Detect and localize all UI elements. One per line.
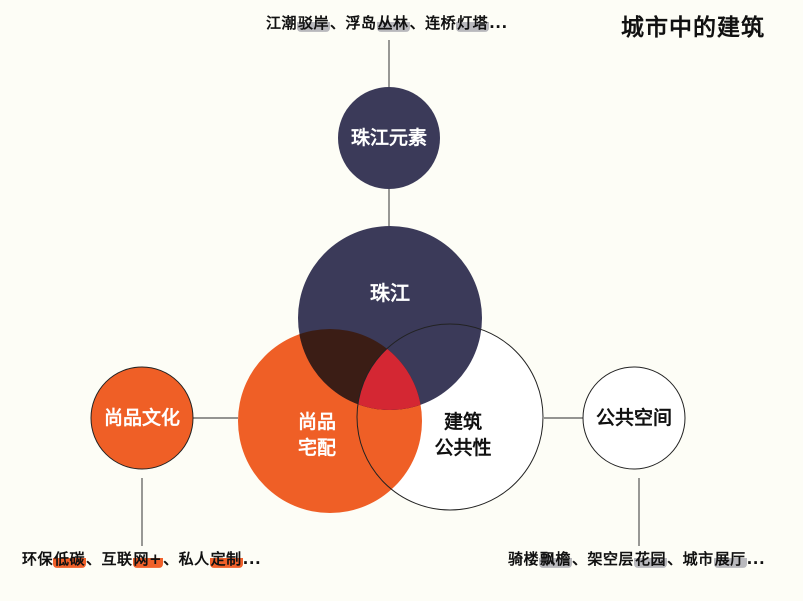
caption-bl-part: 、互联 <box>86 550 133 568</box>
public-building-line-2: 公共性 <box>434 436 492 459</box>
caption-br-part: 、城市 <box>667 550 714 568</box>
overlap-center <box>357 329 422 410</box>
caption-br-highlight: 飘檐 <box>539 550 573 568</box>
caption-top-ellipsis: ... <box>489 14 508 32</box>
caption-br-part: 骑楼 <box>508 550 540 568</box>
caption-top-highlight: 丛林 <box>376 14 410 32</box>
caption-br-highlight: 花园 <box>634 550 668 568</box>
caption-br-highlight: 展厅 <box>713 550 747 568</box>
caption-bl-highlight: 低碳 <box>53 550 87 568</box>
caption-top-highlight: 灯塔 <box>456 14 490 32</box>
caption-top-highlight: 驳岸 <box>297 14 331 32</box>
page-title: 城市中的建筑 <box>621 15 765 41</box>
caption-br-part: 、架空层 <box>572 550 635 568</box>
caption-bottom-right: 骑楼飘檐、架空层花园、城市展厅... <box>508 548 765 569</box>
public-space-circle <box>582 366 686 470</box>
caption-top-part: 、浮岛 <box>330 14 377 32</box>
caption-top: 江潮驳岸、浮岛丛林、连桥灯塔... <box>266 12 508 33</box>
caption-bl-part: 、私人 <box>163 550 210 568</box>
caption-top-part: 江潮 <box>266 14 298 32</box>
caption-br-ellipsis: ... <box>746 550 766 568</box>
public-building-outline <box>356 323 544 511</box>
shangpin-delivery-line-2: 宅配 <box>297 436 336 459</box>
pearl-elements-label: 珠江元素 <box>350 127 427 149</box>
shangpin-delivery-label: 尚品 宅配 <box>282 410 352 461</box>
shangpin-culture-circle <box>90 366 194 470</box>
overlap-pearl-delivery <box>298 329 422 410</box>
public-building-label: 建筑 公共性 <box>418 410 508 461</box>
caption-bl-ellipsis: ... <box>242 550 262 568</box>
caption-bottom-left: 环保低碳、互联网+、私人定制... <box>22 548 261 569</box>
caption-top-part: 、连桥 <box>409 14 457 32</box>
caption-bl-highlight: 定制 <box>209 550 243 568</box>
shangpin-culture-label: 尚品文化 <box>103 407 180 429</box>
shangpin-delivery-line-1: 尚品 <box>297 411 336 433</box>
pearl-elements-circle <box>338 87 440 189</box>
public-building-line-1: 建筑 <box>443 411 482 433</box>
public-space-label: 公共空间 <box>595 407 672 429</box>
pearl-river-label: 珠江 <box>370 281 410 305</box>
caption-bl-part: 环保 <box>22 550 54 568</box>
caption-bl-highlight: 网+ <box>132 550 164 568</box>
